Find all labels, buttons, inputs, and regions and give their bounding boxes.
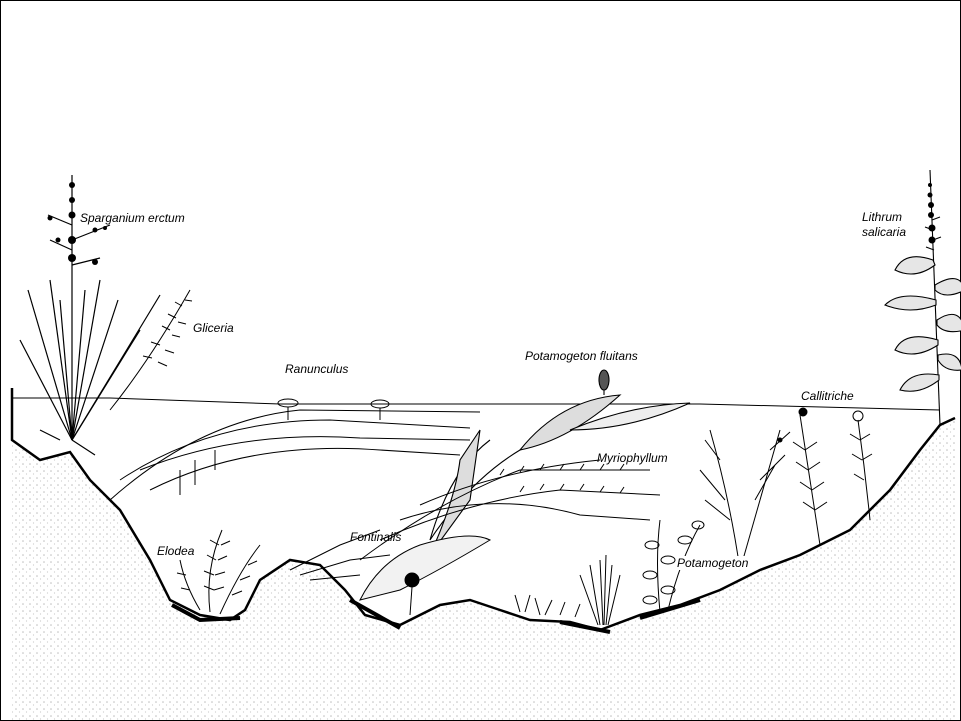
pond-basin — [12, 388, 955, 720]
label-elodea: Elodea — [157, 544, 194, 558]
label-lithrum-line1: Lithrum — [862, 210, 902, 224]
gliceria-plant — [110, 290, 192, 410]
lithrum-plant — [885, 170, 961, 425]
label-potamogeton: Potamogeton — [677, 556, 748, 570]
label-potamogeton-fluitans: Potamogeton fluitans — [525, 349, 638, 363]
bottom-tufts — [515, 555, 620, 625]
label-ranunculus: Ranunculus — [285, 362, 348, 376]
lithrum-flower-spike — [928, 183, 936, 244]
myriophyllum-plant — [360, 460, 660, 560]
label-sparganium: Sparganium erctum — [80, 211, 185, 225]
label-callitriche: Callitriche — [801, 389, 854, 403]
label-myriophyllum: Myriophyllum — [597, 451, 668, 465]
label-gliceria: Gliceria — [193, 321, 234, 335]
label-lithrum-line2: salicaria — [862, 225, 906, 239]
elodea-plant — [177, 530, 260, 614]
label-fontinalis: Fontinalis — [350, 530, 401, 544]
ranunculus-plant — [110, 399, 480, 500]
